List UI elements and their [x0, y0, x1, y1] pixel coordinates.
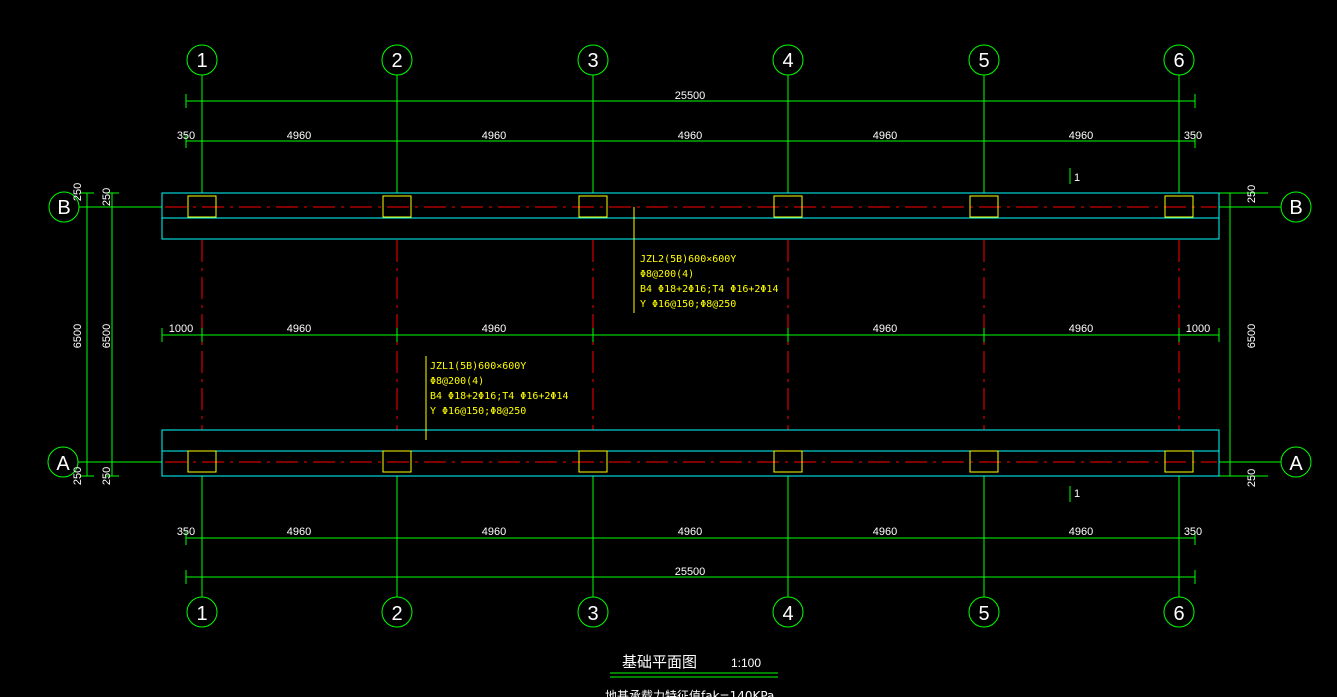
axis-label-1-bottom: 1	[196, 603, 207, 625]
dimensions-top: 25500 350 4960 4960 4960 4960 4960 350	[177, 90, 1202, 142]
dim-bottom-seg-1: 350	[177, 526, 195, 538]
axis-label-2-top: 2	[391, 50, 402, 72]
dim-left-outer-1: 250	[72, 183, 84, 201]
dim-bottom-seg-3: 4960	[482, 526, 506, 538]
dim-left-inner-3: 250	[101, 467, 113, 485]
column-B-3	[578, 195, 608, 218]
column-B-2	[382, 195, 412, 218]
beam-A-outline	[161, 429, 1220, 477]
annotation-leaders	[425, 168, 1071, 502]
section-mark-top: 1	[1074, 172, 1080, 184]
dim-right-3: 250	[1246, 469, 1258, 487]
jzl1-line-2: Φ8@200(4)	[430, 376, 484, 387]
dim-left-inner-2: 6500	[101, 324, 113, 348]
axis-label-2-bottom: 2	[391, 603, 402, 625]
dim-left-outer-3: 250	[72, 467, 84, 485]
axis-bubbles-letters: B B A A	[56, 197, 1303, 475]
axis-label-5-top: 5	[978, 50, 989, 72]
dim-bottom-seg-2: 4960	[287, 526, 311, 538]
dim-bottom-seg-4: 4960	[678, 526, 702, 538]
jzl2-line-1: JZL2(5B)600×600Y	[640, 254, 736, 265]
axis-label-B-left: B	[57, 197, 70, 219]
dim-right-1: 250	[1246, 185, 1258, 203]
dimensions-right: 250 6500 250	[1246, 185, 1258, 487]
dim-mid-seg-2: 4960	[287, 323, 311, 335]
column-A-1	[187, 450, 217, 473]
jzl1-line-1: JZL1(5B)600×600Y	[430, 361, 526, 372]
dim-right-2: 6500	[1246, 324, 1258, 348]
dim-top-seg-4: 4960	[678, 130, 702, 142]
dim-mid-seg-4: 4960	[873, 323, 897, 335]
dim-top-seg-6: 4960	[1069, 130, 1093, 142]
dim-top-seg-7: 350	[1184, 130, 1202, 142]
axis-bubbles-bottom: 1 2 3 4 5 6	[196, 603, 1184, 625]
column-A-3	[578, 450, 608, 473]
column-A-2	[382, 450, 412, 473]
beam-annotation-jzl1: JZL1(5B)600×600Y Φ8@200(4) B4 Φ18+2Φ16;T…	[430, 361, 568, 417]
axis-label-B-right: B	[1289, 197, 1302, 219]
axis-label-6-bottom: 6	[1173, 603, 1184, 625]
jzl2-line-3: B4 Φ18+2Φ16;T4 Φ16+2Φ14	[640, 284, 778, 295]
column-B-1	[187, 195, 217, 218]
dim-mid-seg-6: 1000	[1186, 323, 1210, 335]
dim-mid-seg-3: 4960	[482, 323, 506, 335]
dim-left-outer-2: 6500	[72, 324, 84, 348]
dim-left-inner-1: 250	[101, 188, 113, 206]
foundation-beams	[161, 192, 1220, 477]
dim-bottom-seg-5: 4960	[873, 526, 897, 538]
axis-label-6-top: 6	[1173, 50, 1184, 72]
jzl2-line-4: Y Φ16@150;Φ8@250	[640, 299, 736, 310]
column-B-6	[1164, 195, 1194, 218]
dimensions-bottom: 350 4960 4960 4960 4960 4960 350 25500	[177, 526, 1202, 578]
dim-top-seg-3: 4960	[482, 130, 506, 142]
title-block: 基础平面图 1:100 地基承载力特征值fak=140KPa	[605, 653, 778, 697]
beam-B-outline	[161, 192, 1220, 240]
dim-top-seg-5: 4960	[873, 130, 897, 142]
dim-mid-seg-1: 1000	[169, 323, 193, 335]
dim-bottom-total: 25500	[675, 566, 706, 578]
bearing-capacity-note: 地基承载力特征值fak=140KPa	[605, 688, 774, 697]
dim-top-total: 25500	[675, 90, 706, 102]
axis-bubbles-top: 1 2 3 4 5 6	[196, 50, 1184, 72]
beam-annotation-jzl2: JZL2(5B)600×600Y Φ8@200(4) B4 Φ18+2Φ16;T…	[640, 254, 778, 310]
dim-bottom-seg-6: 4960	[1069, 526, 1093, 538]
axis-label-4-bottom: 4	[782, 603, 793, 625]
axis-label-4-top: 4	[782, 50, 793, 72]
axis-label-A-left: A	[56, 453, 70, 475]
dim-bottom-seg-7: 350	[1184, 526, 1202, 538]
column-A-5	[969, 450, 999, 473]
section-mark-bottom: 1	[1074, 488, 1080, 500]
dimensions-left: 250 6500 250 250 6500 250	[72, 183, 113, 485]
jzl1-line-3: B4 Φ18+2Φ16;T4 Φ16+2Φ14	[430, 391, 568, 402]
column-A-4	[773, 450, 803, 473]
axis-label-3-top: 3	[587, 50, 598, 72]
axis-label-A-right: A	[1289, 453, 1303, 475]
axis-label-3-bottom: 3	[587, 603, 598, 625]
axis-label-1-top: 1	[196, 50, 207, 72]
drawing-scale: 1:100	[731, 656, 761, 670]
section-marks: 1 1	[1074, 172, 1080, 500]
axis-label-5-bottom: 5	[978, 603, 989, 625]
dim-top-seg-2: 4960	[287, 130, 311, 142]
columns	[187, 195, 1194, 473]
column-B-4	[773, 195, 803, 218]
column-A-6	[1164, 450, 1194, 473]
jzl1-line-4: Y Φ16@150;Φ8@250	[430, 406, 526, 417]
jzl2-line-2: Φ8@200(4)	[640, 269, 694, 280]
column-B-5	[969, 195, 999, 218]
dimensions-middle: 1000 4960 4960 4960 4960 1000	[169, 323, 1210, 335]
dimension-lines	[80, 94, 1268, 584]
drawing-title: 基础平面图	[622, 653, 697, 671]
dim-mid-seg-5: 4960	[1069, 323, 1093, 335]
dim-top-seg-1: 350	[177, 130, 195, 142]
